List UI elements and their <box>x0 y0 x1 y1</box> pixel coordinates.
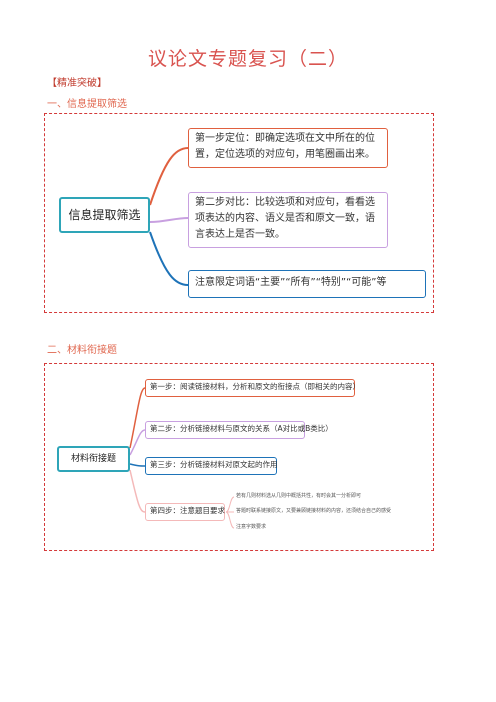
connector-step1 <box>149 147 189 206</box>
branch-step2-compare: 第二步对比：比较选项和对应句，看看选项表达的内容、语义是否和原文一致，语言表达上… <box>188 192 388 248</box>
page-title: 议论文专题复习（二） <box>147 48 348 70</box>
connector2-step3 <box>129 463 146 467</box>
root-node-info-extraction: 信息提取筛选 <box>59 197 150 233</box>
section-heading-1: 一、信息提取筛选 <box>47 99 127 110</box>
connector-step3 <box>149 231 189 286</box>
branch-step1-locate: 第一步定位：即确定选项在文中所在的位置，定位选项的对应句，用笔圈画出来。 <box>188 128 388 168</box>
mindmap-frame-2 <box>44 363 434 551</box>
notes-bracket <box>225 496 235 529</box>
section-heading-2: 二、材料衔接题 <box>47 345 117 356</box>
note-2: 答题时联系链接原文，又要兼顾链接材料的内容，还须结合自己的感受 <box>236 508 392 514</box>
branch2-step1: 第一步：阅读链接材料，分析和原文的衔接点（即相关的内容） <box>145 379 360 397</box>
branch2-step2: 第二步：分析链接材料与原文的关系（A对比或B类比） <box>145 421 333 439</box>
connector2-step4 <box>129 469 146 513</box>
note-3: 注意字数要求 <box>236 524 267 530</box>
mindmap-frame-1 <box>44 113 434 313</box>
connector2-step1 <box>129 387 146 449</box>
branch2-step3: 第三步：分析链接材料对原文起的作用 <box>145 457 278 475</box>
connector-step2 <box>149 217 189 223</box>
note-1: 若有几则材料选从几则中概括共性，有时会其一分析即可 <box>236 493 362 499</box>
branch-qualifier-words: 注意限定词语“主要”“所有”“特别”“可能”等 <box>188 270 426 298</box>
connector2-step2 <box>129 429 146 456</box>
branch2-step4: 第四步：注意题目要求 <box>145 503 225 521</box>
root-node-material-link: 材料衔接题 <box>57 446 130 472</box>
section-tag: 【精准突破】 <box>47 78 107 89</box>
